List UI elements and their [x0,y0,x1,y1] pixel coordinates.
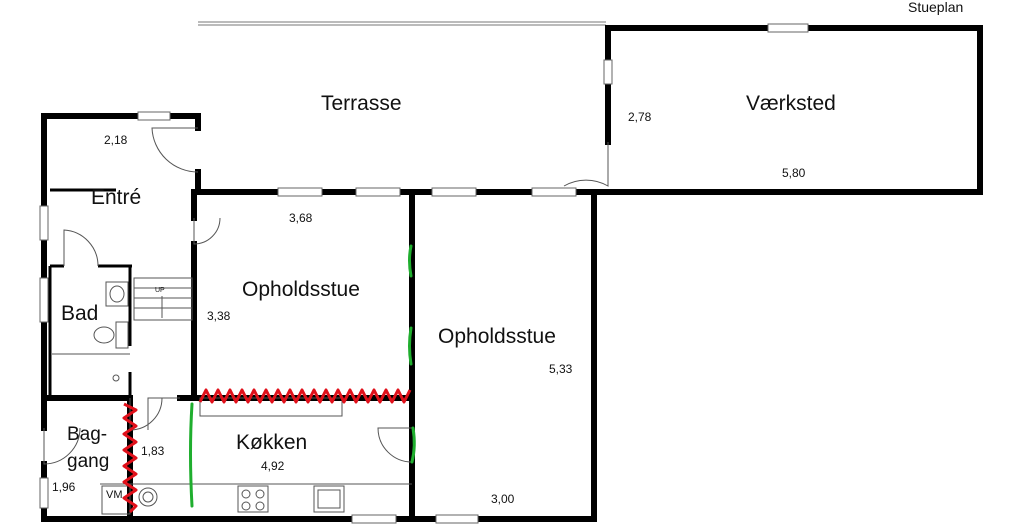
green-mark [189,402,194,508]
stair [133,277,193,321]
red-markup [122,388,412,514]
toilet-tank [115,321,129,349]
window [39,205,49,241]
dim-baggang-width: 1,96 [52,480,76,494]
washer-label: VM [106,489,123,501]
window [39,477,49,509]
room-label-opholdsstue-right: Opholdsstue [438,325,556,348]
dim-opholdsstue-left-depth: 3,38 [207,309,231,323]
plan-title: Stueplan [908,0,964,15]
room-label-vaerksted: Værksted [746,92,836,115]
stair-up-label: UP [155,287,165,294]
room-label-terrasse: Terrasse [321,92,402,115]
inner-walls [48,188,132,398]
floor-drain [112,374,120,382]
window [277,187,323,197]
dim-baggang-depth: 1,83 [141,444,165,458]
door-swing [43,427,81,465]
room-label-opholdsstue-left: Opholdsstue [242,278,360,301]
stove [237,485,269,513]
terrace-edge [198,21,606,26]
windows [39,23,809,524]
red-scribble-vertical [122,402,138,514]
window [767,23,809,33]
window [603,59,613,85]
room-label-baggang-1: Bag- [67,424,108,445]
window [431,187,477,197]
toilet-bowl [93,326,115,344]
water-heater [138,487,158,507]
dim-vaerksted-width: 5,80 [782,166,806,180]
door-swing [563,142,609,187]
kitchen-fixtures [100,397,412,515]
green-mark [408,326,413,366]
room-label-baggang-2: gang [67,451,110,472]
dim-bottom-width: 3,00 [491,492,515,506]
window [137,111,171,121]
walls [41,25,983,522]
door-swing [63,229,99,267]
green-markup [189,244,416,508]
window [435,514,479,524]
door-swing [147,397,180,430]
door-swing [151,127,199,173]
window [351,514,397,524]
room-label-bad: Bad [61,302,99,325]
window [355,187,401,197]
window [39,277,49,323]
window [531,187,577,197]
washer-box [101,485,131,515]
door-swing [377,427,413,463]
green-mark [410,426,416,464]
dim-kokken-width: 4,92 [261,459,285,473]
dim-opholdsstue-left-width: 3,68 [289,211,313,225]
room-label-entre: Entré [91,186,142,209]
red-scribble-horizontal [198,388,412,404]
bath-fixtures [52,281,130,382]
door-swing [193,217,221,245]
dim-opholdsstue-right-depth: 5,33 [549,362,573,376]
dim-entre: 2,18 [104,133,128,147]
sink [105,281,129,307]
kitchen-sink [313,485,345,513]
green-mark [408,244,413,278]
dim-vaerksted-depth: 2,78 [628,110,652,124]
room-label-kokken: Køkken [236,431,308,454]
